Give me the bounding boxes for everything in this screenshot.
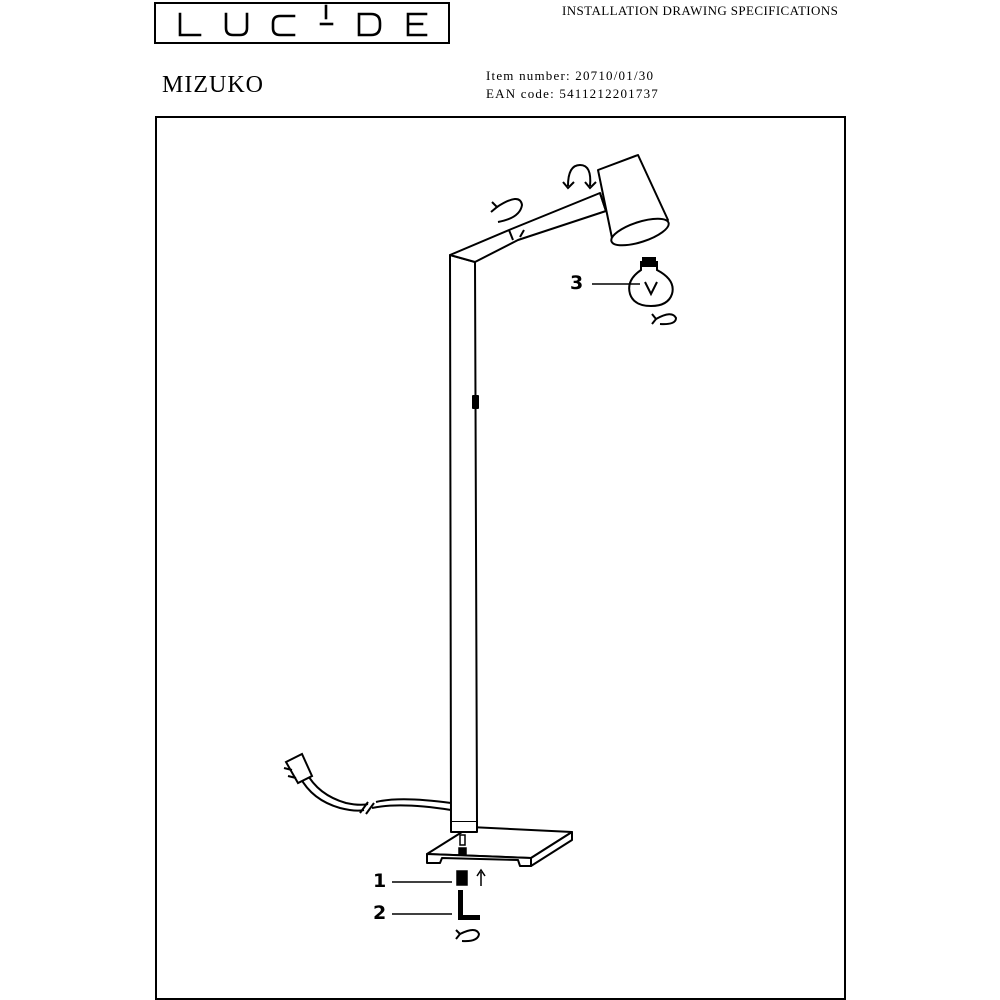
screw-icon	[456, 870, 468, 886]
callout-3: 3	[570, 272, 584, 294]
lucide-logo-mark	[178, 4, 428, 37]
lamp-arm	[449, 192, 607, 263]
hex-key-icon	[458, 890, 480, 920]
brand-logo	[154, 2, 450, 44]
drawing-frame	[155, 116, 846, 1000]
tilt-arrow-icon	[562, 163, 597, 190]
product-name: MIZUKO	[162, 72, 264, 98]
item-number: Item number: 20710/01/30	[486, 68, 655, 83]
callout-2: 2	[373, 902, 387, 924]
light-bulb-icon	[628, 257, 674, 308]
callout-1: 1	[373, 870, 387, 892]
document-title: INSTALLATION DRAWING SPECIFICATIONS	[562, 3, 839, 18]
rotate-arrow-icon	[490, 198, 524, 223]
power-cable	[299, 771, 452, 815]
lamp-pole	[449, 254, 478, 823]
power-plug-icon	[283, 752, 314, 785]
turn-arrow-icon	[455, 929, 481, 943]
ean-code: EAN code: 5411212201737	[486, 86, 659, 101]
turn-arrow-icon	[651, 313, 678, 326]
